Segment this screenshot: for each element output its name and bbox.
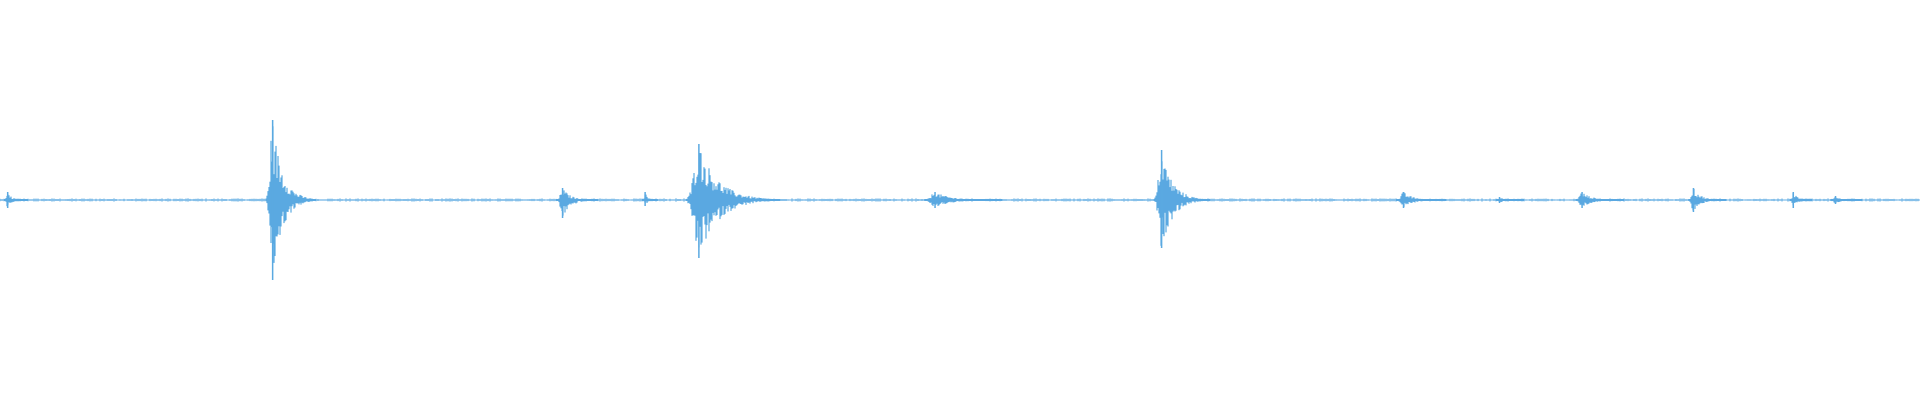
waveform-bars xyxy=(0,120,1919,280)
